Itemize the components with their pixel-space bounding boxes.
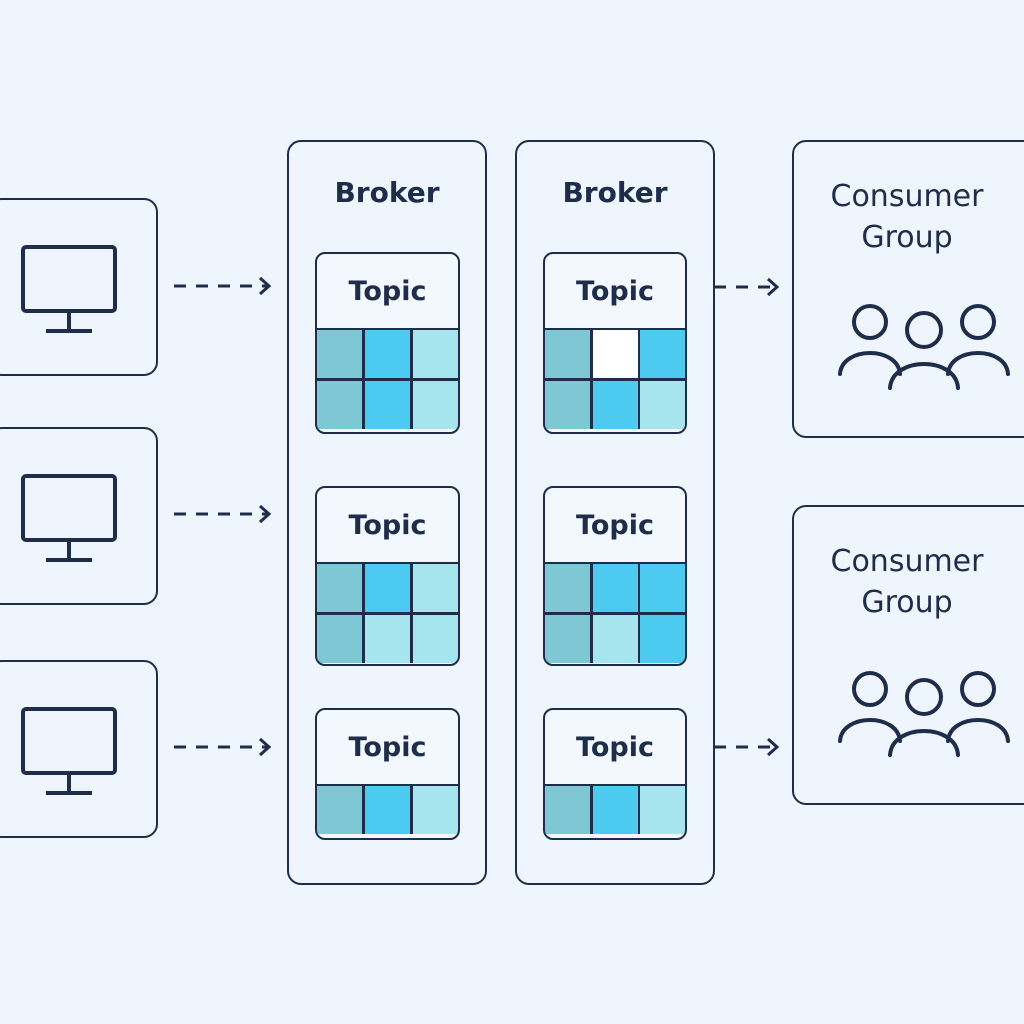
partition-cell: [364, 564, 411, 612]
consumer-group-title-line1: Consumer: [830, 179, 984, 214]
partition-grid: [317, 564, 458, 663]
consumer-group-title: Consumer Group: [794, 541, 1020, 623]
topic-box: Topic: [543, 708, 687, 840]
monitor-icon: [21, 707, 117, 795]
producer-box: [0, 198, 158, 376]
dashed-arrow-icon: [174, 737, 272, 757]
partition-grid: [545, 564, 685, 663]
partition-cell: [640, 786, 685, 834]
partition-cell: [545, 380, 590, 429]
partition-cell: [317, 330, 363, 378]
partition-cell: [317, 380, 363, 429]
partition-cell: [592, 614, 638, 663]
topic-title: Topic: [317, 710, 458, 786]
consumer-group-title-line2: Group: [861, 220, 953, 255]
partition-cell: [592, 380, 638, 429]
partition-cell: [364, 330, 411, 378]
producer-box: [0, 427, 158, 605]
topic-title: Topic: [317, 254, 458, 330]
broker-box: Broker: [515, 140, 715, 885]
partition-cell: [640, 614, 685, 663]
partition-cell: [364, 614, 411, 663]
dashed-arrow-icon: [174, 504, 272, 524]
consumer-group-box: Consumer Group: [792, 140, 1024, 438]
partition-cell: [317, 564, 363, 612]
partition-cell: [640, 330, 685, 378]
consumer-group-box: Consumer Group: [792, 505, 1024, 805]
broker-title: Broker: [562, 176, 668, 209]
partition-cell: [412, 330, 458, 378]
dashed-arrow-icon: [714, 277, 780, 297]
monitor-icon: [21, 245, 117, 333]
partition-cell: [545, 614, 590, 663]
partition-cell: [545, 564, 590, 612]
topic-title: Topic: [545, 488, 685, 564]
partition-cell: [317, 614, 363, 663]
topic-title: Topic: [545, 710, 685, 786]
partition-cell: [640, 564, 685, 612]
topic-box: Topic: [315, 252, 460, 434]
users-icon: [838, 304, 1010, 390]
topic-title: Topic: [545, 254, 685, 330]
partition-cell: [592, 786, 638, 834]
consumer-group-title: Consumer Group: [794, 176, 1020, 258]
partition-cell: [412, 380, 458, 429]
partition-grid: [317, 786, 458, 834]
partition-cell: [412, 564, 458, 612]
partition-cell: [545, 330, 590, 378]
partition-cell: [364, 380, 411, 429]
partition-grid: [545, 786, 685, 834]
broker-box: Broker: [287, 140, 487, 885]
topic-box: Topic: [543, 252, 687, 434]
partition-cell: [592, 564, 638, 612]
users-icon: [838, 671, 1010, 757]
partition-cell: [545, 786, 590, 834]
monitor-icon: [21, 474, 117, 562]
partition-cell: [412, 614, 458, 663]
partition-cell: [412, 786, 458, 834]
producer-box: [0, 660, 158, 838]
partition-cell: [317, 786, 363, 834]
topic-box: Topic: [543, 486, 687, 666]
consumer-group-title-line1: Consumer: [830, 544, 984, 579]
consumer-group-title-line2: Group: [861, 585, 953, 620]
broker-title: Broker: [334, 176, 440, 209]
partition-cell: [592, 330, 638, 378]
partition-grid: [317, 330, 458, 429]
partition-grid: [545, 330, 685, 429]
partition-cell: [364, 786, 411, 834]
topic-title: Topic: [317, 488, 458, 564]
dashed-arrow-icon: [174, 276, 272, 296]
topic-box: Topic: [315, 486, 460, 666]
dashed-arrow-icon: [714, 737, 780, 757]
partition-cell: [640, 380, 685, 429]
topic-box: Topic: [315, 708, 460, 840]
